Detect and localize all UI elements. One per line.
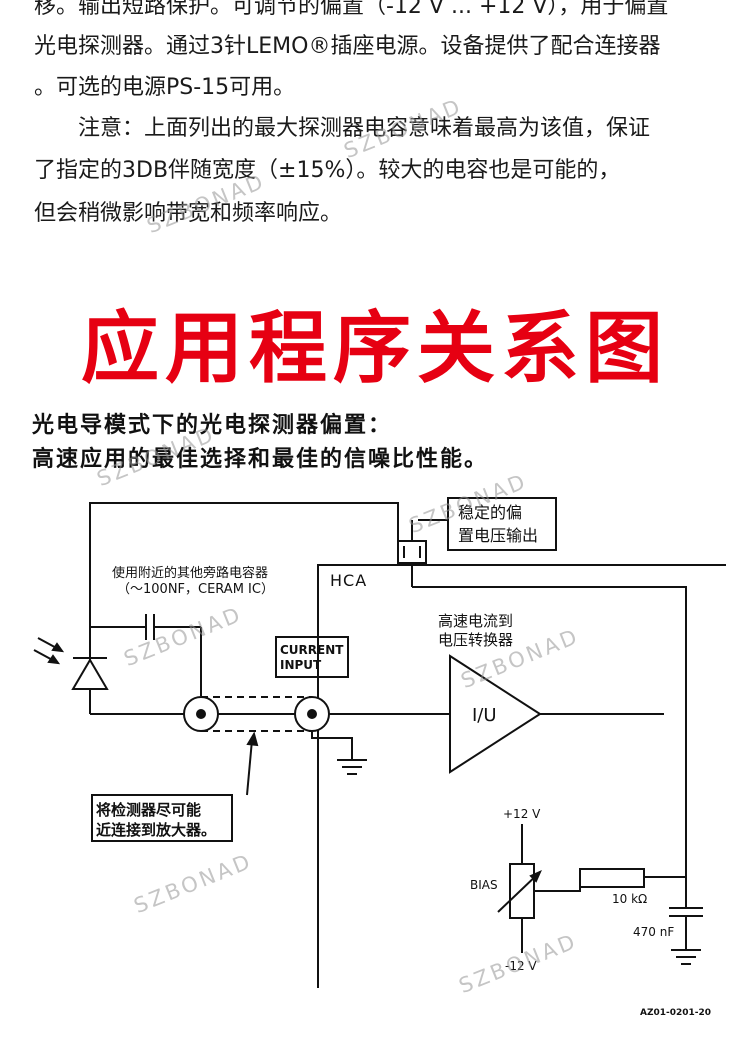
iu-amplifier — [449, 654, 542, 774]
connect-note-1: 将检测器尽可能 — [96, 801, 201, 819]
photodiode-icon — [71, 658, 109, 690]
connect-note-box — [91, 794, 233, 842]
bias-potentiometer — [509, 863, 535, 919]
bypass-label-2: （～100NF，CERAM IC） — [117, 582, 274, 597]
intro-line-6: 但会稍微影响带宽和频率响应。 — [34, 201, 343, 226]
intro-line-3: 。可选的电源PS-15可用。 — [34, 75, 296, 100]
bias-output-connector — [397, 540, 427, 564]
resistor-label: 10 kΩ — [612, 892, 647, 906]
bias-label: BIAS — [470, 878, 498, 892]
intro-line-5: 了指定的3DB伴随宽度（±15%）。较大的电容也是可能的， — [34, 158, 621, 183]
hca-label: HCA — [330, 571, 367, 590]
converter-label-2: 电压转换器 — [438, 631, 513, 649]
bias-output-label-1: 稳定的偏 — [458, 503, 522, 522]
current-input-label-2: INPUT — [280, 658, 322, 672]
diagram-heading-2: 高速应用的最佳选择和最佳的信噪比性能。 — [32, 447, 489, 472]
diagram-heading-1: 光电导模式下的光电探测器偏置： — [32, 413, 393, 438]
bypass-label-1: 使用附近的其他旁路电容器 — [112, 565, 268, 581]
minus12-label: -12 V — [505, 959, 537, 973]
intro-line-2: 光电探测器。通过3针LEMO®插座电源。设备提供了配合连接器 — [34, 34, 661, 59]
resistor-10k — [579, 868, 645, 888]
intro-line-1: 移。输出短路保护。可调节的偏置（-12 V ... +12 V），用于偏置 — [34, 0, 669, 19]
intro-line-4: 注意：上面列出的最大探测器电容意味着最高为该值，保证 — [34, 116, 651, 141]
converter-label-1: 高速电流到 — [438, 612, 513, 630]
plus12-label: +12 V — [503, 807, 541, 821]
section-title: 应用程序关系图 — [80, 304, 669, 394]
bias-output-label-box — [447, 497, 557, 551]
hca-enclosure — [317, 564, 726, 988]
current-input-label-1: CURRENT — [280, 643, 344, 657]
bias-output-label-2: 置电压输出 — [458, 526, 538, 545]
figure-code: AZ01-0201-20 — [640, 1008, 711, 1018]
connect-note-2: 近连接到放大器。 — [96, 821, 216, 839]
top-bias-wire — [89, 502, 399, 714]
iu-label: I/U — [472, 705, 497, 726]
current-input-label-box — [275, 636, 349, 678]
capacitor-label: 470 nF — [633, 925, 674, 939]
